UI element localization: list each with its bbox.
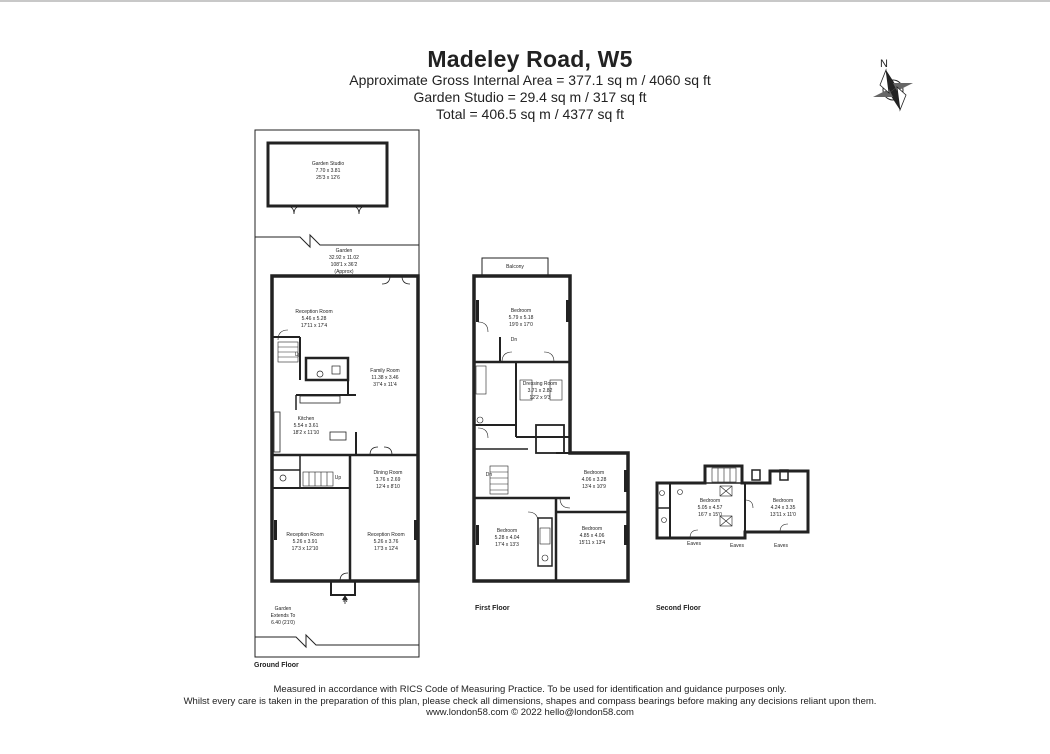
second-floor-outline: [655, 464, 810, 540]
dim-garden-rear-imperial: 108'1 x 36'2: [331, 262, 358, 268]
dim-garden-studio-metric: 7.70 x 3.81: [316, 168, 341, 174]
label-garden-studio: Garden Studio: [312, 161, 344, 167]
label-kitchen: Kitchen: [298, 416, 315, 422]
label-bedroom-sf-right: Bedroom: [773, 498, 793, 504]
mark-eaves-2: Eaves: [730, 543, 744, 549]
dim-reception-left-metric: 5.26 x 3.91: [293, 539, 318, 545]
dim-bedroom-ff-front-right-imperial: 15'11 x 13'4: [579, 540, 606, 546]
dim-family-room-metric: 11.38 x 3.46: [371, 375, 398, 381]
dim-dining-room-metric: 3.76 x 2.69: [376, 477, 401, 483]
label-family-room: Family Room: [370, 368, 399, 374]
dim-bedroom-master-imperial: 19'0 x 17'0: [509, 322, 533, 328]
first-floor-outline: [472, 274, 630, 583]
dim-bedroom-ff-right-imperial: 13'4 x 10'9: [582, 484, 606, 490]
footer-line-1: Measured in accordance with RICS Code of…: [273, 684, 787, 695]
dim-bedroom-ff-right-metric: 4.06 x 3.28: [582, 477, 607, 483]
dim-reception-rear-imperial: 17'11 x 17'4: [301, 323, 328, 329]
footer-line-2: Whilst every care is taken in the prepar…: [183, 695, 877, 707]
ground-floor-plan: [254, 129, 420, 658]
second-floor-plan: [655, 464, 810, 540]
compass-icon: N: [873, 58, 913, 112]
mark-dn-landing: Dn: [486, 472, 493, 478]
mark-up-ground-hall: Up: [335, 475, 342, 481]
top-border: [0, 0, 1050, 2]
label-bedroom-sf-left: Bedroom: [700, 498, 720, 504]
dim-bedroom-sf-right-metric: 4.24 x 3.35: [771, 505, 796, 511]
mark-dn-master: Dn: [511, 337, 518, 343]
label-reception-right: Reception Room: [367, 532, 404, 538]
total-area-text: Total = 406.5 sq m / 4377 sq ft: [436, 106, 624, 122]
dim-family-room-imperial: 37'4 x 11'4: [373, 382, 397, 388]
label-garden-front: Garden: [275, 606, 292, 612]
dim-bedroom-sf-left-imperial: 16'7 x 15'0: [698, 512, 722, 518]
label-balcony: Balcony: [506, 264, 524, 270]
mark-eaves-1: Eaves: [687, 541, 701, 547]
dim-dining-room-imperial: 12'4 x 8'10: [376, 484, 400, 490]
dim-garden-rear-metric: 32.92 x 11.02: [329, 255, 359, 261]
studio-area-text: Garden Studio = 29.4 sq m / 317 sq ft: [413, 89, 647, 105]
dim-bedroom-ff-front-right-metric: 4.85 x 4.06: [580, 533, 605, 539]
first-floor-plan: [472, 257, 630, 583]
footer-line-3: www.london58.com © 2022 hello@london58.c…: [426, 707, 634, 718]
mark-eaves-3: Eaves: [774, 543, 788, 549]
dim-reception-right-imperial: 17'3 x 12'4: [374, 546, 398, 552]
dim-bedroom-sf-right-imperial: 13'11 x 11'0: [770, 512, 796, 518]
dim-dressing-room-imperial: 12'2 x 9'3: [529, 395, 550, 401]
label-dining-room: Dining Room: [374, 470, 403, 476]
dim-reception-right-metric: 5.26 x 3.76: [374, 539, 399, 545]
label-second-floor: Second Floor: [656, 605, 701, 612]
label-reception-rear: Reception Room: [295, 309, 332, 315]
label-dressing-room: Dressing Room: [523, 381, 557, 387]
label-garden-rear: Garden: [336, 248, 353, 254]
label-garden-front-extends: Extends To: [271, 613, 296, 619]
dim-garden-studio-imperial: 25'3 x 12'6: [316, 175, 340, 181]
label-ground-floor: Ground Floor: [254, 662, 299, 669]
dim-kitchen-imperial: 18'2 x 11'10: [293, 430, 320, 436]
label-reception-left: Reception Room: [286, 532, 323, 538]
dim-bedroom-ff-front-left-imperial: 17'4 x 13'3: [495, 542, 519, 548]
dim-kitchen-metric: 5.54 x 3.61: [294, 423, 319, 429]
dim-reception-left-imperial: 17'3 x 12'10: [292, 546, 319, 552]
plan-header: Madeley Road, W5 Approximate Gross Inter…: [250, 46, 810, 123]
dim-reception-rear-metric: 5.46 x 5.28: [302, 316, 327, 322]
dim-bedroom-ff-front-left-metric: 5.28 x 4.04: [495, 535, 520, 541]
note-garden-rear: (Approx): [334, 269, 354, 275]
garden-studio-outline: [266, 141, 389, 208]
label-bedroom-ff-right: Bedroom: [584, 470, 604, 476]
label-bedroom-master: Bedroom: [511, 308, 531, 314]
dim-dressing-room-metric: 3.71 x 2.82: [528, 388, 553, 394]
footer-disclaimer: Measured in accordance with RICS Code of…: [160, 684, 900, 719]
ground-site-boundary: [254, 129, 420, 658]
mark-in: IN: [343, 598, 348, 604]
label-first-floor: First Floor: [475, 605, 510, 612]
dim-garden-front: 6.40 (21'0): [271, 620, 295, 626]
mark-up-ground-rear: Up: [295, 352, 302, 358]
gross-area-text: Approximate Gross Internal Area = 377.1 …: [349, 72, 711, 88]
dim-bedroom-master-metric: 5.79 x 5.18: [509, 315, 534, 321]
compass-north-label: N: [880, 58, 888, 70]
label-bedroom-ff-front-right: Bedroom: [582, 526, 602, 532]
page-title: Madeley Road, W5: [427, 46, 633, 72]
label-bedroom-ff-front-left: Bedroom: [497, 528, 517, 534]
dim-bedroom-sf-left-metric: 5.05 x 4.57: [698, 505, 723, 511]
